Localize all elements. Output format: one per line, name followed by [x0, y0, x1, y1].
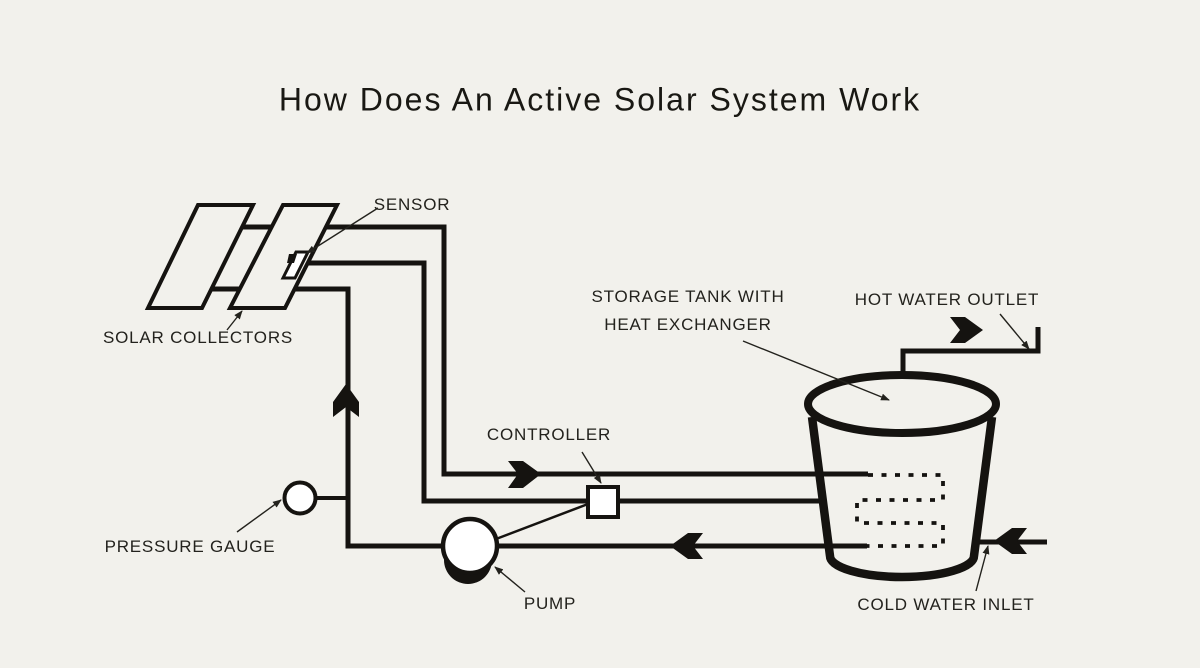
flow-arrows — [333, 317, 1027, 559]
solar-panel-right — [226, 203, 341, 310]
solar-collectors — [144, 203, 341, 310]
flow-up-arrow — [333, 384, 359, 417]
heat-exchanger-coil — [855, 473, 945, 548]
sensor-label: SENSOR — [373, 195, 451, 214]
storage-tank-label-line2: HEAT EXCHANGER — [604, 315, 772, 334]
solar-collectors-leader — [226, 310, 243, 331]
pressure-gauge-leader — [236, 499, 282, 533]
tank-top-ellipse — [804, 371, 1000, 437]
hot-water-outlet-label: HOT WATER OUTLET — [854, 290, 1040, 309]
controller-leader — [581, 451, 602, 484]
pump-leader — [494, 566, 526, 593]
hot-water-flow-arrow — [950, 317, 983, 343]
sensor-mark — [287, 254, 297, 263]
storage-tank-label: STORAGE TANK WITH HEAT EXCHANGER — [591, 283, 784, 339]
tank-body-fill — [812, 410, 992, 577]
flow-left-arrow — [670, 533, 703, 559]
pressure-gauge-label: PRESSURE GAUGE — [104, 537, 276, 556]
cold-water-inlet-leader — [975, 545, 990, 592]
pump-body — [440, 516, 500, 576]
solar-panel-left — [144, 203, 257, 310]
storage-tank-label-line1: STORAGE TANK WITH — [591, 287, 785, 306]
page-title: How Does An Active Solar System Work — [278, 81, 922, 118]
pump-label: PUMP — [523, 594, 577, 613]
leader-lines — [226, 207, 1030, 593]
flow-right-arrow — [508, 461, 541, 488]
pressure-gauge-dial — [282, 480, 318, 516]
hot-water-outlet-leader — [999, 313, 1030, 350]
cold-water-flow-arrow — [994, 528, 1027, 554]
cold-water-inlet-label: COLD WATER INLET — [857, 595, 1035, 614]
solar-collectors-label: SOLAR COLLECTORS — [102, 328, 294, 347]
sensor-leader — [306, 207, 379, 254]
storage-tank-leader — [742, 340, 890, 401]
sensor-wire-pipe — [305, 260, 825, 504]
pump-symbol — [440, 516, 500, 584]
tank-body-outline — [807, 416, 997, 582]
hot-water-outlet-pipe — [900, 327, 1041, 378]
sensor-device — [280, 250, 311, 280]
controller-box — [586, 485, 620, 519]
controller-label: CONTROLLER — [486, 425, 612, 444]
controller-pump-wire — [495, 502, 589, 541]
